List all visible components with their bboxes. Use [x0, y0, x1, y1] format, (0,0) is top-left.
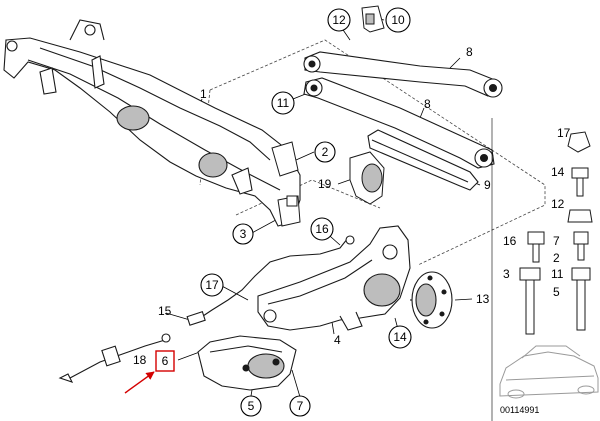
side-label-14: 14 [551, 165, 565, 179]
callout-3[interactable]: 3 [232, 223, 254, 245]
bolt-3-icon [519, 267, 541, 335]
callout-16[interactable]: 16 [310, 217, 334, 241]
callout-6-label: 6 [162, 354, 169, 368]
carrier-brackets [271, 141, 301, 227]
side-label-7: 7 [553, 234, 560, 248]
callout-17-label: 17 [205, 278, 219, 292]
side-label-17: 17 [557, 126, 571, 140]
callout-17[interactable]: 17 [200, 273, 224, 297]
callout-3-label: 3 [240, 227, 247, 241]
callout-2[interactable]: 2 [314, 141, 336, 163]
callout-8a-label: 8 [466, 45, 473, 59]
side-panel-labels: 17 14 12 16 7 2 3 11 5 [503, 126, 571, 299]
callout-9: 9 [484, 178, 491, 192]
bushing-bracket-19 [349, 151, 385, 205]
callout-19-label: 19 [318, 177, 332, 191]
callout-15: 15 [158, 304, 172, 318]
callout-5-label: 5 [248, 399, 255, 413]
bolt-16-icon [527, 231, 545, 263]
callout-14-label: 14 [393, 330, 407, 344]
side-label-2: 2 [553, 251, 560, 265]
callout-1: 1 [200, 87, 207, 101]
toe-link [367, 129, 479, 191]
callouts: 1 2 3 4 5 7 8 8 9 10 11 12 13 14 15 16 1… [124, 7, 491, 417]
callout-16-label: 16 [315, 222, 329, 236]
side-label-5: 5 [553, 285, 560, 299]
callout-11-label: 11 [277, 96, 290, 110]
callout-18: 18 [133, 353, 147, 367]
callout-19: 19 [318, 177, 332, 191]
abs-sensor-cable [186, 235, 355, 326]
bolt-11-icon [571, 267, 591, 331]
link-rod-15 [58, 333, 171, 383]
callout-13: 13 [476, 292, 490, 306]
red-arrow-icon [124, 371, 155, 394]
callout-2-label: 2 [322, 145, 329, 159]
side-panel-parts [519, 131, 593, 335]
callout-13-label: 13 [476, 292, 490, 306]
car-silhouette-icon [499, 345, 599, 399]
side-label-11: 11 [551, 267, 564, 281]
wheel-hub [410, 271, 453, 329]
callout-1-label: 1 [200, 87, 207, 101]
upper-control-arm [303, 51, 503, 98]
wheel-carrier [257, 225, 411, 331]
callout-15-label: 15 [158, 304, 172, 318]
side-label-3: 3 [503, 267, 510, 281]
bolt-14-icon [571, 167, 589, 197]
rubber-mount-6 [197, 335, 297, 391]
callout-9-label: 9 [484, 178, 491, 192]
callout-4: 4 [334, 333, 341, 347]
callout-7[interactable]: 7 [289, 395, 311, 417]
callout-12[interactable]: 12 [327, 8, 351, 32]
small-bracket-10 [361, 5, 385, 33]
side-label-12: 12 [551, 197, 565, 211]
bolt-7-icon [573, 231, 589, 261]
callout-8b-label: 8 [424, 97, 431, 111]
nut-12-icon [567, 209, 593, 223]
callout-7-label: 7 [297, 399, 304, 413]
rear-axle-carrier [3, 19, 301, 227]
callout-10[interactable]: 10 [385, 7, 411, 33]
lower-control-arm [303, 77, 495, 169]
callout-6-highlighted[interactable]: 6 [155, 350, 175, 372]
callout-10-label: 10 [391, 13, 405, 27]
callout-8b: 8 [424, 97, 431, 111]
callout-8a: 8 [466, 45, 473, 59]
callout-14[interactable]: 14 [388, 325, 412, 349]
clip-17-icon [567, 131, 591, 153]
callout-4-label: 4 [334, 333, 341, 347]
callout-11[interactable]: 11 [271, 91, 295, 115]
reference-number: 00114991 [500, 405, 539, 415]
callout-5[interactable]: 5 [240, 395, 262, 417]
side-label-16: 16 [503, 234, 517, 248]
callout-18-label: 18 [133, 353, 147, 367]
callout-12-label: 12 [332, 13, 346, 27]
